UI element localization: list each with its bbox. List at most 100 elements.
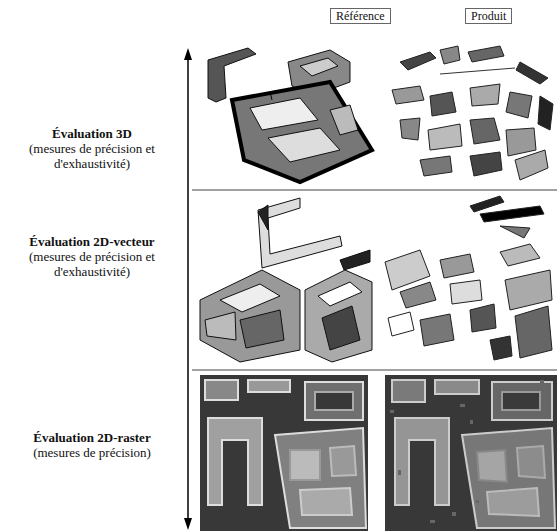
fragment (428, 124, 462, 150)
fragment (430, 92, 456, 116)
facet (220, 284, 280, 312)
roof (300, 58, 338, 76)
arrow-head (184, 48, 192, 60)
roof (330, 105, 358, 135)
facet (318, 282, 362, 306)
fragment (500, 226, 530, 238)
fragment-line (440, 68, 515, 74)
fragment (480, 206, 544, 222)
building (200, 270, 300, 362)
fragment (490, 336, 512, 360)
fragment (468, 46, 504, 62)
row-note: (mesures de précision et d'exhaustivité) (2, 141, 182, 171)
fragment (470, 152, 502, 176)
edge-line (270, 92, 272, 100)
arrow-shaft (187, 58, 189, 520)
fragment (392, 86, 424, 104)
fragment (515, 150, 548, 180)
raster-ground (385, 375, 557, 531)
column-header: Référence (330, 8, 391, 24)
row-separator (192, 190, 557, 191)
building (248, 380, 290, 392)
building (305, 382, 363, 420)
row-label: Évaluation 3D(mesures de précision et d'… (2, 126, 182, 171)
product-3d-model (392, 46, 553, 180)
building (462, 428, 555, 528)
fragment (500, 244, 540, 266)
fragment (470, 84, 500, 106)
row-label: Évaluation 2D-raster(mesures de précisio… (2, 430, 182, 460)
building (395, 418, 449, 505)
fragment (470, 118, 500, 144)
row-note: (mesures de précision) (2, 445, 182, 460)
fragment (538, 96, 553, 130)
facet (340, 250, 370, 270)
noise-speck (390, 410, 394, 413)
building (392, 380, 425, 402)
header-text: Référence (336, 9, 385, 23)
fragment (506, 128, 536, 156)
reference-3d-model (208, 48, 372, 182)
courtyard (250, 98, 318, 130)
fragment (420, 156, 452, 176)
courtyard (315, 392, 353, 410)
reference-2d-vector (200, 198, 372, 362)
column-header: Produit (465, 8, 512, 24)
fragment (505, 270, 552, 310)
roof (290, 450, 320, 480)
building (275, 428, 366, 528)
fragment (516, 62, 548, 84)
courtyard (268, 128, 340, 162)
axis-arrow (184, 48, 192, 530)
facet (322, 306, 360, 350)
reference-raster (200, 375, 368, 531)
fragment (470, 196, 504, 212)
noise-speck (460, 404, 465, 407)
noise-speck (540, 380, 544, 383)
fragment (388, 312, 414, 336)
fragment (440, 46, 460, 64)
row-heading: Évaluation 2D-raster (2, 430, 182, 445)
roof (477, 450, 507, 482)
noise-speck (452, 512, 456, 516)
roof (487, 488, 539, 516)
product-2d-vector (385, 196, 552, 360)
building (208, 48, 256, 102)
noise-speck (476, 500, 479, 503)
header-text: Produit (471, 9, 506, 23)
fragment (400, 282, 436, 308)
fragment (506, 92, 532, 118)
building (305, 270, 372, 362)
building (208, 418, 262, 505)
fragment (450, 280, 482, 304)
noise-speck (430, 520, 435, 523)
facet (205, 312, 236, 340)
noise-speck (398, 470, 401, 475)
building (435, 380, 479, 394)
fragment (400, 52, 436, 70)
arrow-head (184, 518, 192, 530)
raster-ground (200, 375, 368, 531)
fragment (420, 314, 454, 346)
row-heading: Évaluation 2D-vecteur (2, 234, 182, 249)
facet (258, 205, 268, 230)
roof (330, 446, 356, 476)
row-note: (mesures de précision et d'exhaustivité) (2, 249, 182, 279)
roof (300, 488, 352, 515)
roof (517, 446, 545, 478)
fragment (440, 254, 474, 278)
row-label: Évaluation 2D-vecteur(mesures de précisi… (2, 234, 182, 279)
building (258, 198, 342, 268)
noise-speck (470, 420, 473, 424)
facet (240, 310, 284, 348)
fragment (470, 304, 496, 332)
product-raster (385, 375, 557, 531)
building (492, 382, 552, 420)
building (205, 380, 238, 400)
row-separator (192, 370, 557, 371)
fragment (400, 118, 420, 140)
fragment (515, 306, 552, 358)
building (232, 82, 372, 182)
row-heading: Évaluation 3D (2, 126, 182, 141)
raster-noise (390, 380, 544, 523)
